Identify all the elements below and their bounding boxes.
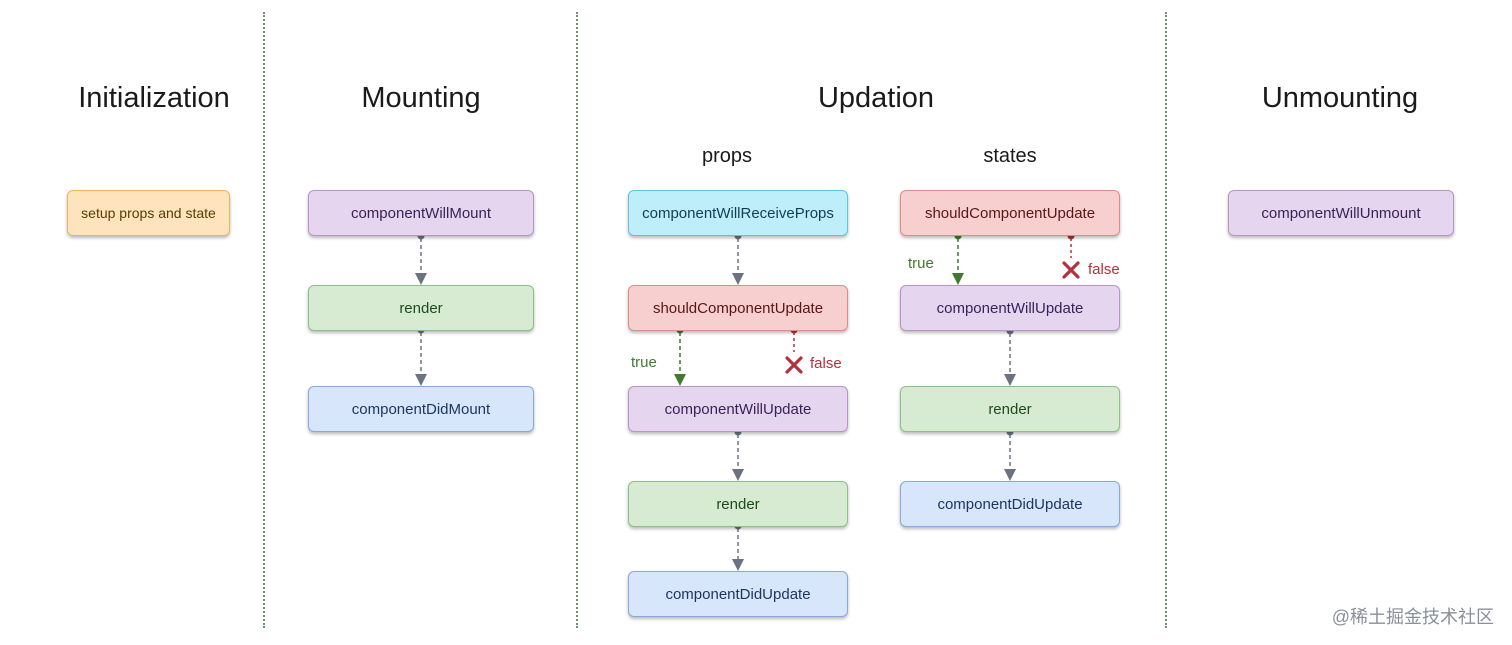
states-false-label: false bbox=[1088, 261, 1120, 278]
node-props-component-will-receive-props: componentWillReceiveProps bbox=[628, 190, 848, 236]
connector-mount-render-to-did bbox=[415, 326, 427, 386]
x-cross-icon bbox=[1062, 261, 1080, 279]
phase-divider-1 bbox=[263, 12, 265, 628]
phase-divider-2 bbox=[576, 12, 578, 628]
node-mount-component-will-mount: componentWillMount bbox=[308, 190, 534, 236]
props-false-label: false bbox=[810, 355, 842, 372]
connector-states-render-to-did bbox=[1004, 428, 1016, 481]
node-props-component-will-update: componentWillUpdate bbox=[628, 386, 848, 432]
props-true-label: true bbox=[631, 354, 657, 371]
node-props-render: render bbox=[628, 481, 848, 527]
phase-title-unmounting: Unmounting bbox=[1261, 82, 1419, 114]
node-props-should-component-update: shouldComponentUpdate bbox=[628, 285, 848, 331]
connector-states-will-to-render bbox=[1004, 327, 1016, 386]
node-states-should-component-update: shouldComponentUpdate bbox=[900, 190, 1120, 236]
connector-states-true-branch bbox=[952, 232, 964, 285]
watermark-text: @稀土掘金技术社区 bbox=[1331, 607, 1494, 627]
node-states-render: render bbox=[900, 386, 1120, 432]
subtitle-props: props bbox=[701, 145, 753, 167]
connector-props-render-to-did bbox=[732, 522, 744, 571]
phase-title-updation: Updation bbox=[817, 82, 935, 114]
connector-props-receive-to-should bbox=[732, 232, 744, 285]
node-setup-props-and-state: setup props and state bbox=[67, 190, 230, 236]
connector-props-true-branch bbox=[674, 326, 686, 386]
node-mount-component-did-mount: componentDidMount bbox=[308, 386, 534, 432]
phase-title-initialization: Initialization bbox=[78, 82, 230, 114]
phase-divider-3 bbox=[1165, 12, 1167, 628]
subtitle-states: states bbox=[983, 145, 1037, 167]
connector-mount-will-to-render bbox=[415, 232, 427, 285]
node-states-component-will-update: componentWillUpdate bbox=[900, 285, 1120, 331]
x-cross-icon bbox=[785, 356, 803, 374]
connector-states-false-branch bbox=[1067, 232, 1075, 258]
node-mount-render: render bbox=[308, 285, 534, 331]
phase-title-mounting: Mounting bbox=[361, 82, 481, 114]
states-true-label: true bbox=[908, 255, 934, 272]
node-component-will-unmount: componentWillUnmount bbox=[1228, 190, 1454, 236]
connector-props-will-to-render bbox=[732, 428, 744, 481]
node-props-component-did-update: componentDidUpdate bbox=[628, 571, 848, 617]
node-states-component-did-update: componentDidUpdate bbox=[900, 481, 1120, 527]
